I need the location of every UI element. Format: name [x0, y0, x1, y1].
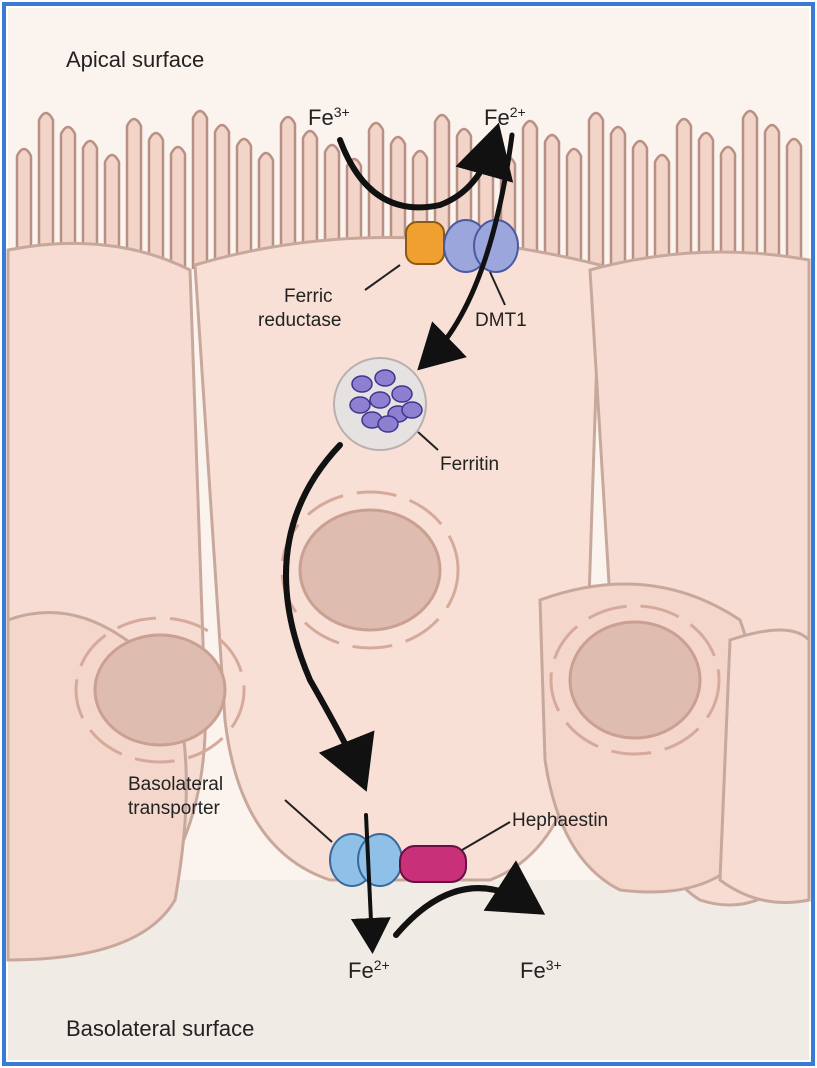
ferritin-particle	[392, 386, 412, 402]
ferric-reductase-label-line1: Ferric	[284, 286, 333, 307]
ion-fe3-top-base: Fe	[308, 105, 334, 130]
basolateral-surface-label: Basolateral surface	[66, 1016, 254, 1041]
basolateral-transporter-label-line2: transporter	[128, 798, 221, 819]
ion-fe3-bottom-base: Fe	[520, 958, 546, 983]
basolateral-transporter-right	[358, 834, 402, 886]
nucleus-right	[570, 622, 700, 738]
nucleus-left	[95, 635, 225, 745]
ferritin-particle	[370, 392, 390, 408]
ferritin-particle	[378, 416, 398, 432]
ferric-reductase-label-line2: reductase	[258, 310, 341, 331]
ion-fe2-top-base: Fe	[484, 105, 510, 130]
ferritin-particle	[350, 397, 370, 413]
ion-fe3-top-charge: 3+	[334, 104, 350, 120]
microvillus	[721, 147, 735, 265]
microvillus	[215, 125, 229, 270]
microvillus	[633, 141, 647, 268]
hephaestin-protein	[400, 846, 466, 882]
ion-fe2-top-charge: 2+	[510, 104, 526, 120]
dmt1-label: DMT1	[475, 310, 527, 331]
microvillus	[149, 133, 163, 268]
ion-fe2-bottom-charge: 2+	[374, 957, 390, 973]
far-right-cell	[720, 630, 809, 903]
microvillus	[743, 111, 757, 265]
ion-fe3-bottom-charge: 3+	[546, 957, 562, 973]
microvillus	[787, 139, 801, 263]
microvillus	[589, 113, 603, 269]
nucleus-center	[300, 510, 440, 630]
microvillus	[39, 113, 53, 264]
basolateral-transporter-label-line1: Basolateral	[128, 774, 223, 795]
microvillus	[611, 127, 625, 268]
ferritin-particle	[352, 376, 372, 392]
ferritin-particle	[402, 402, 422, 418]
ferritin-particle	[375, 370, 395, 386]
microvillus	[171, 147, 185, 268]
microvillus	[765, 125, 779, 264]
hephaestin-label: Hephaestin	[512, 810, 608, 831]
apical-surface-label: Apical surface	[66, 47, 204, 72]
microvillus	[655, 155, 669, 267]
microvillus	[127, 119, 141, 267]
ferric-reductase-protein	[406, 222, 444, 264]
microvillus	[193, 111, 207, 269]
microvillus	[677, 119, 691, 266]
microvillus	[545, 135, 559, 270]
microvillus	[699, 133, 713, 266]
microvillus	[567, 149, 581, 270]
ion-fe2-bottom-base: Fe	[348, 958, 374, 983]
ferritin-label: Ferritin	[440, 454, 499, 475]
